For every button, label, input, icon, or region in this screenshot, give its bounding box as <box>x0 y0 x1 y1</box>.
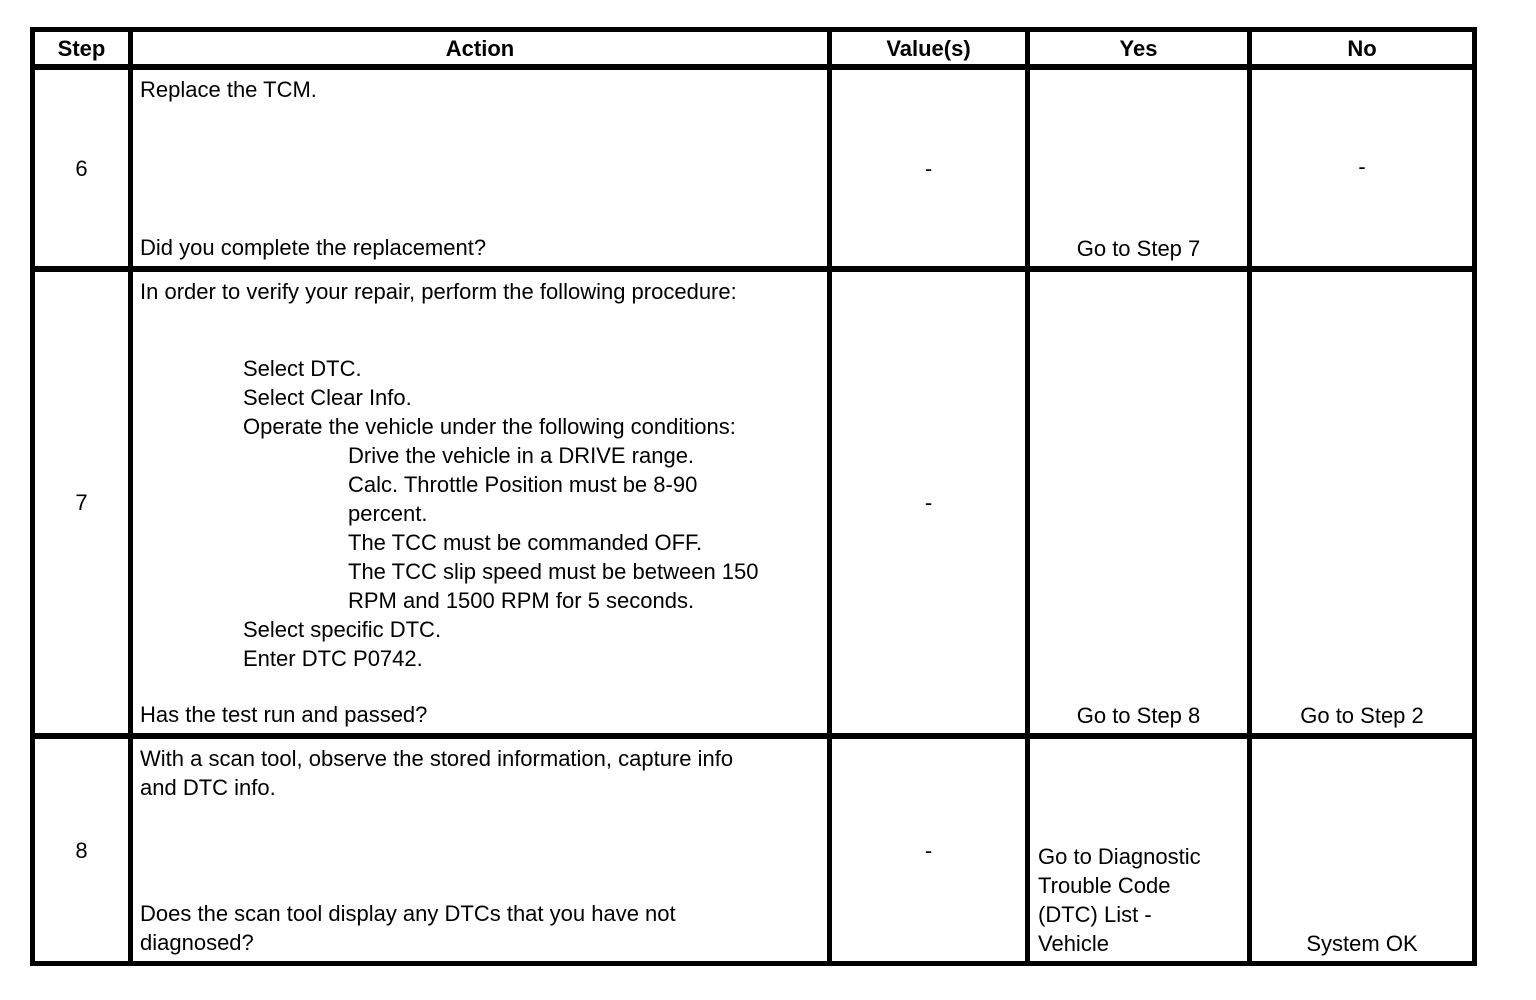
action-line: Enter DTC P0742. <box>243 646 423 671</box>
action-line: percent. <box>348 501 428 526</box>
header-cell-no: No <box>1252 32 1472 70</box>
action-line: Select specific DTC. <box>243 617 442 642</box>
action-cell: With a scan tool, observe the stored inf… <box>133 739 832 961</box>
no-cell: Go to Step 2 <box>1252 272 1472 739</box>
yes-cell: Go to Step 7 <box>1030 70 1252 272</box>
step-cell: 6 <box>35 70 133 272</box>
action-line: Operate the vehicle under the following … <box>243 414 736 439</box>
action-line: RPM and 1500 RPM for 5 seconds. <box>348 588 695 613</box>
value-cell: - <box>832 272 1030 739</box>
action-cell: Replace the TCM. Did you complete the rep… <box>133 70 832 272</box>
question-block: Does the scan tool display any DTCs that… <box>140 899 819 957</box>
header-cell-values: Value(s) <box>832 32 1030 70</box>
step-number: 6 <box>75 155 88 181</box>
no-cell: - <box>1252 70 1472 272</box>
step-number: 7 <box>75 490 88 515</box>
action-block: With a scan tool, observe the stored inf… <box>140 744 819 802</box>
question-line: Does the scan tool display any DTCs that… <box>140 901 676 926</box>
action-line: Select DTC. <box>243 356 362 381</box>
step-cell: 8 <box>35 739 133 961</box>
header-cell-step: Step <box>35 32 133 70</box>
header-cell-action: Action <box>133 32 832 70</box>
action-line: The TCC slip speed must be between 150 <box>348 559 759 584</box>
no-line: Go to Step 2 <box>1300 703 1424 728</box>
action-block: In order to verify your repair, perform … <box>140 277 819 306</box>
action-line: With a scan tool, observe the stored inf… <box>140 746 734 771</box>
value-text: - <box>924 490 933 515</box>
question-block: Has the test run and passed? <box>140 700 819 729</box>
action-block: Select DTC. Select Clear Info. Operate the… <box>140 354 819 441</box>
question-block: Did you complete the replacement? <box>140 233 819 262</box>
yes-line: Go to Step 8 <box>1076 703 1201 728</box>
header-cell-yes: Yes <box>1030 32 1252 70</box>
no-cell: System OK <box>1252 739 1472 961</box>
value-cell: - <box>832 70 1030 272</box>
question-line: Did you complete the replacement? <box>140 235 487 260</box>
action-line: Drive the vehicle in a DRIVE range. <box>348 443 695 468</box>
yes-line: (DTC) List - <box>1038 902 1152 927</box>
question-line: Has the test run and passed? <box>140 702 428 727</box>
action-cell: In order to verify your repair, perform … <box>133 272 832 739</box>
action-block: Replace the TCM. <box>140 75 819 104</box>
action-line: The TCC must be commanded OFF. <box>348 530 703 555</box>
action-block: Select specific DTC. Enter DTC P0742. <box>140 615 819 673</box>
step-number: 8 <box>75 837 88 863</box>
yes-line: Go to Step 7 <box>1076 236 1201 261</box>
diagnostic-table: Step Action Value(s) Yes No 6 Replace the… <box>30 27 1477 966</box>
no-line: - <box>1358 154 1366 179</box>
yes-line: Go to Diagnostic <box>1038 844 1201 869</box>
yes-line: Trouble Code <box>1038 873 1171 898</box>
yes-line: Vehicle <box>1038 931 1109 956</box>
action-line: Replace the TCM. <box>140 77 317 102</box>
yes-cell: Go to Step 8 <box>1030 272 1252 739</box>
question-line: diagnosed? <box>140 930 254 955</box>
value-text: - <box>924 155 933 181</box>
no-line: System OK <box>1306 931 1418 956</box>
action-line: Calc. Throttle Position must be 8-90 <box>348 472 698 497</box>
action-line: Select Clear Info. <box>243 385 412 410</box>
action-line: In order to verify your repair, perform … <box>140 279 737 304</box>
value-text: - <box>924 837 933 863</box>
step-cell: 7 <box>35 272 133 739</box>
action-line: and DTC info. <box>140 775 276 800</box>
action-block: Drive the vehicle in a DRIVE range. Calc.… <box>140 441 819 615</box>
value-cell: - <box>832 739 1030 961</box>
